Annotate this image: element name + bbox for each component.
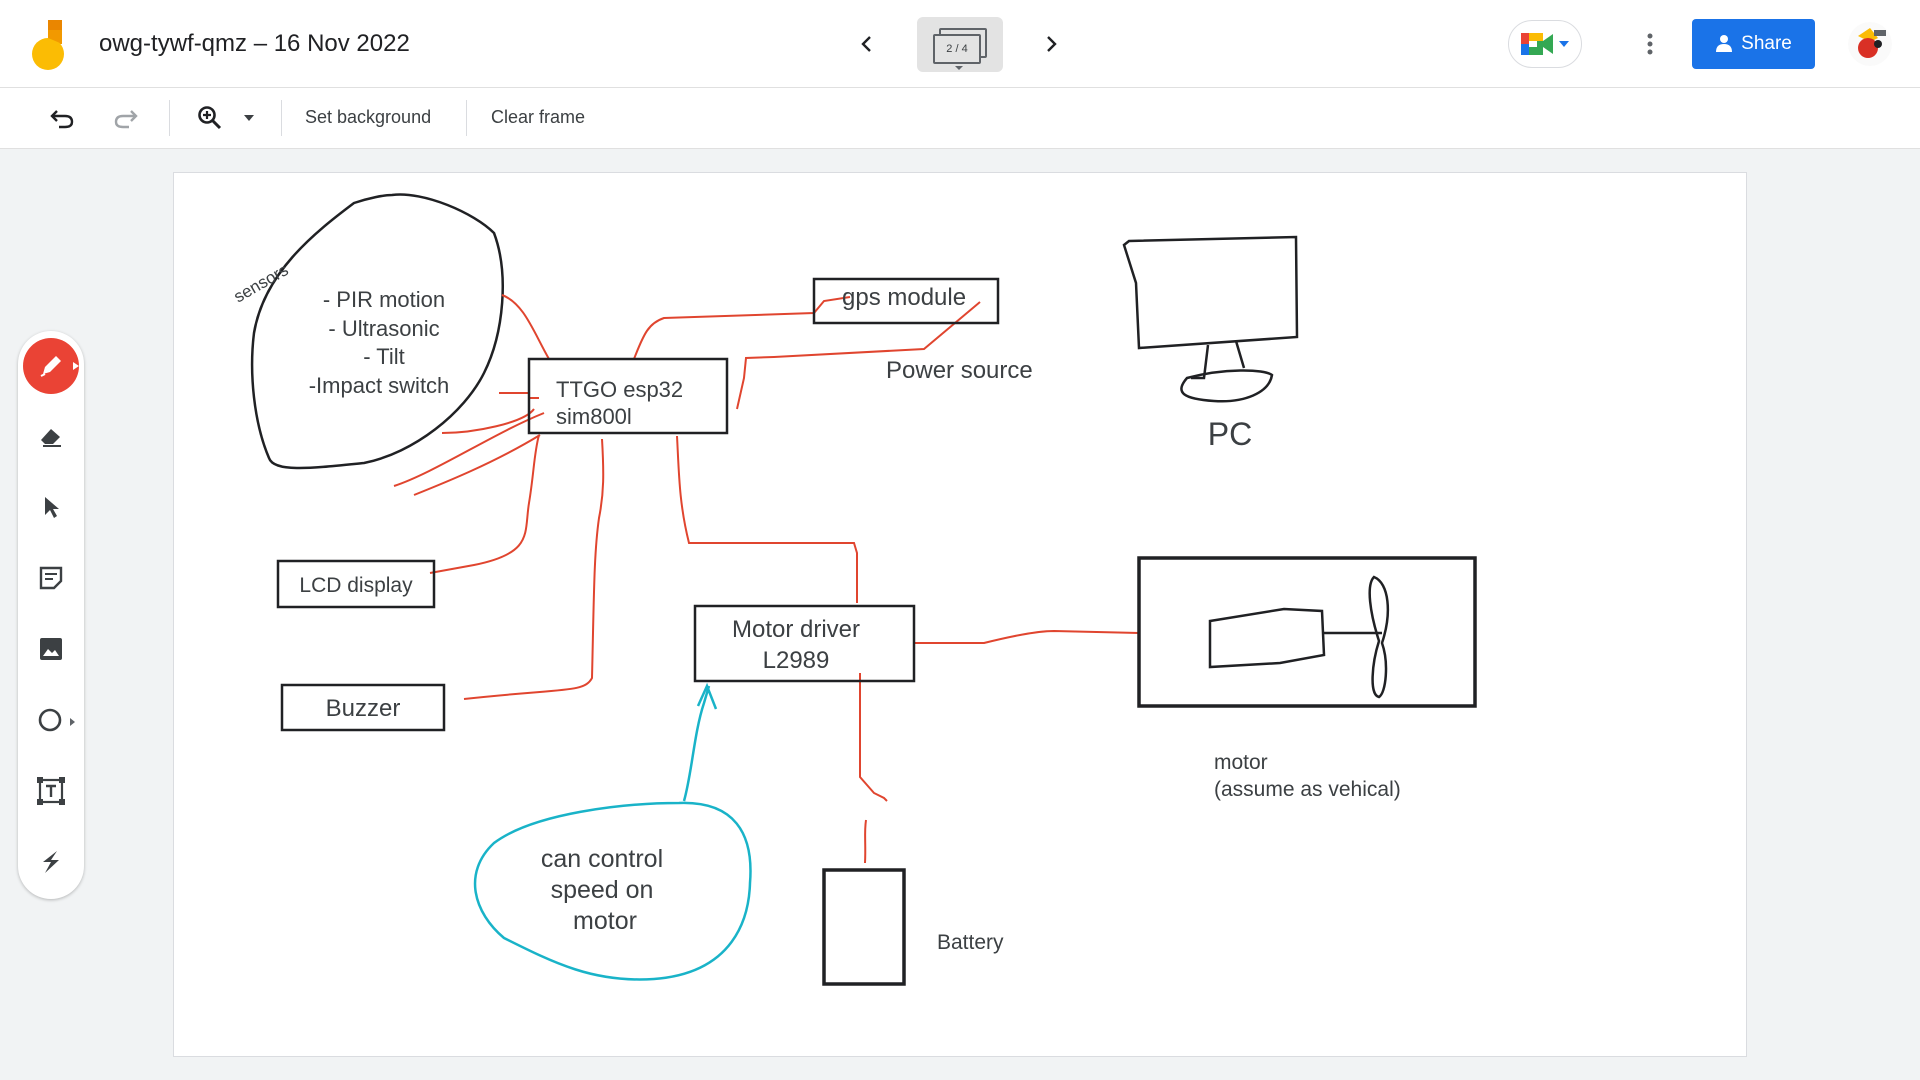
tool-palette	[18, 331, 84, 899]
select-tool[interactable]	[23, 479, 79, 535]
gps-label: gps module	[842, 284, 966, 311]
note-line: can control	[541, 845, 663, 873]
jamboard-logo-icon	[28, 18, 74, 72]
previous-frame-button[interactable]	[847, 24, 887, 64]
lcd-box	[276, 559, 436, 609]
undo-button[interactable]	[42, 98, 82, 138]
pen-tool[interactable]	[23, 338, 79, 394]
laser-tool[interactable]	[23, 834, 79, 890]
eraser-tool[interactable]	[23, 408, 79, 464]
whiteboard-canvas[interactable]: sensors - PIR motion - Ultrasonic - Tilt…	[173, 172, 1747, 1057]
next-frame-button[interactable]	[1031, 24, 1071, 64]
pc-label: PC	[1208, 416, 1252, 452]
frame-indicator: 2 / 4	[946, 42, 968, 55]
laser-icon	[43, 851, 59, 873]
caret-down-icon	[1559, 41, 1569, 47]
note-cloud	[473, 801, 752, 981]
sensor-item: -Impact switch	[309, 373, 450, 398]
pen-icon	[40, 356, 61, 377]
motor-box	[1137, 556, 1477, 708]
zoom-button[interactable]	[190, 98, 230, 138]
more-options-button[interactable]	[1630, 24, 1670, 64]
share-button[interactable]: Share	[1692, 19, 1815, 69]
chevron-right-icon	[1047, 36, 1057, 52]
document-title[interactable]: owg-tywf-qmz – 16 Nov 2022	[99, 30, 410, 57]
sensor-item: - Tilt	[363, 344, 405, 369]
undo-icon	[50, 110, 74, 129]
motor-label-line2: (assume as vehical)	[1214, 778, 1401, 801]
more-vert-icon	[1647, 33, 1653, 55]
image-icon	[40, 638, 62, 660]
toolbar-divider	[169, 100, 170, 136]
buzzer-box	[280, 683, 446, 732]
sensors-label: sensors	[231, 260, 292, 306]
note-line: speed on	[551, 876, 654, 904]
select-icon	[45, 497, 59, 518]
account-avatar[interactable]	[1848, 22, 1892, 66]
zoom-menu-button[interactable]	[234, 98, 264, 138]
buzzer-label: Buzzer	[326, 695, 401, 722]
text-box-icon	[37, 777, 65, 805]
battery-label: Battery	[937, 931, 1004, 954]
circle-icon	[38, 708, 62, 732]
controller-label-line1: TTGO esp32	[556, 377, 683, 402]
app-header: owg-tywf-qmz – 16 Nov 2022 2 / 4	[0, 0, 1920, 88]
toolbar-divider	[466, 100, 467, 136]
wires	[393, 294, 1140, 864]
note-line: motor	[573, 907, 637, 935]
eraser-icon	[41, 429, 61, 447]
redo-icon	[114, 110, 138, 129]
sticky-note-tool[interactable]	[23, 550, 79, 606]
motor-drawing	[1208, 575, 1389, 699]
zoom-in-icon	[198, 106, 222, 130]
toolbar-divider	[281, 100, 282, 136]
share-label: Share	[1741, 33, 1792, 54]
sensor-item: - Ultrasonic	[328, 316, 439, 341]
sensors-outline	[250, 193, 504, 470]
caret-down-icon	[244, 115, 254, 121]
lcd-label: LCD display	[299, 574, 413, 597]
motor-driver-label-line1: Motor driver	[732, 616, 860, 643]
set-background-button[interactable]: Set background	[305, 107, 432, 127]
sensor-item: - PIR motion	[323, 287, 445, 312]
drawing-layer: sensors - PIR motion - Ultrasonic - Tilt…	[231, 193, 1477, 986]
frame-bar-toggle[interactable]: 2 / 4	[917, 17, 1003, 72]
motor-driver-label-line2: L2989	[763, 647, 830, 674]
motor-driver-box	[693, 604, 916, 683]
caret-down-icon	[955, 66, 963, 70]
frames-icon: 2 / 4	[933, 27, 987, 64]
text-box-tool[interactable]	[23, 763, 79, 819]
image-tool[interactable]	[23, 621, 79, 677]
power-source-label: Power source	[886, 357, 1033, 384]
clear-frame-button[interactable]: Clear frame	[491, 107, 586, 127]
pc-drawing	[1122, 235, 1299, 403]
google-meet-icon	[1521, 33, 1553, 55]
redo-button[interactable]	[106, 98, 146, 138]
battery-box	[822, 868, 906, 986]
avatar-icon	[1848, 22, 1892, 66]
controller-box	[527, 357, 729, 435]
caret-right-icon	[73, 362, 79, 370]
editing-toolbar: Set background Clear frame	[0, 88, 1920, 149]
chevron-left-icon	[861, 36, 871, 52]
sticky-note-icon	[39, 566, 63, 590]
person-add-icon	[1716, 35, 1733, 52]
caret-right-icon	[70, 718, 75, 726]
gps-box	[812, 277, 1000, 325]
shape-tool[interactable]	[23, 692, 79, 748]
motor-label-line1: motor	[1214, 751, 1268, 774]
controller-label-line2: sim800l	[556, 404, 632, 429]
meet-button[interactable]	[1508, 20, 1582, 68]
note-arrow	[682, 682, 718, 802]
